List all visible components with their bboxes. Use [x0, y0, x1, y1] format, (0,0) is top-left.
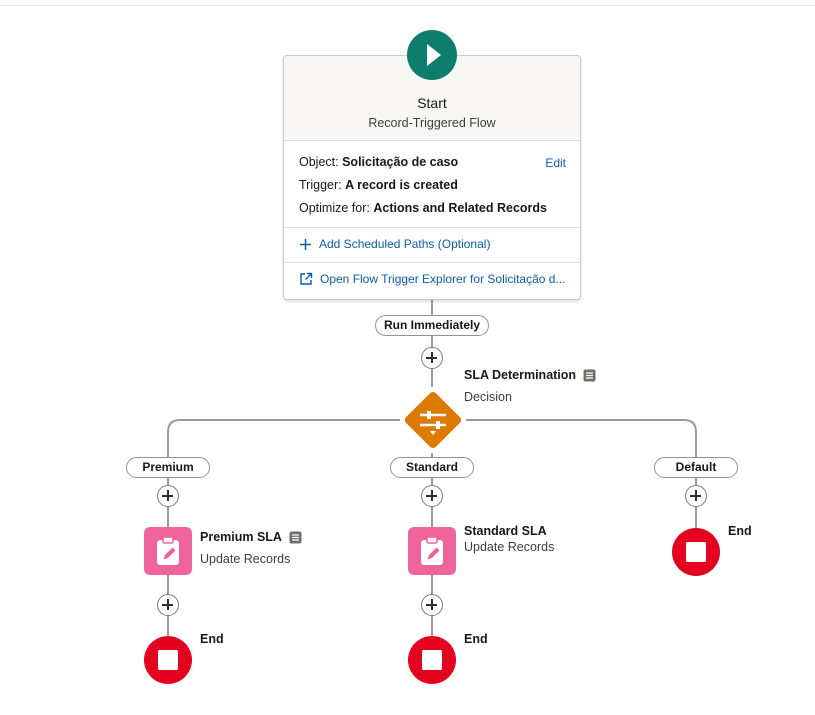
add-scheduled-paths-link[interactable]: Add Scheduled Paths (Optional): [299, 237, 490, 251]
start-element-card[interactable]: Start Record-Triggered Flow Object: Soli…: [283, 55, 581, 300]
start-title: Start: [417, 95, 447, 111]
stop-icon[interactable]: [672, 528, 720, 576]
run-immediately-path-label[interactable]: Run Immediately: [375, 315, 489, 336]
premium-sla-title[interactable]: Premium SLA: [200, 530, 302, 544]
branch-label-standard[interactable]: Standard: [390, 457, 474, 478]
add-scheduled-paths-label: Add Scheduled Paths (Optional): [319, 237, 491, 251]
premium-sla-type: Update Records: [200, 552, 291, 566]
decision-icon[interactable]: [400, 387, 466, 453]
start-subtitle: Record-Triggered Flow: [368, 116, 496, 130]
end-label-premium: End: [200, 632, 224, 646]
end-label-default: End: [728, 524, 752, 538]
flow-trigger-explorer-label: Open Flow Trigger Explorer for Solicitaç…: [320, 272, 566, 286]
branch-label-premium[interactable]: Premium: [126, 457, 210, 478]
add-element-button[interactable]: [157, 594, 179, 616]
decision-title[interactable]: SLA Determination: [464, 368, 596, 382]
optimize-label: Optimize for:: [299, 201, 370, 215]
external-link-icon: [300, 272, 313, 285]
card-divider: [284, 262, 580, 263]
premium-sla-title-text: Premium SLA: [200, 530, 282, 544]
decision-title-text: SLA Determination: [464, 368, 577, 382]
top-divider: [0, 5, 815, 6]
standard-sla-title[interactable]: Standard SLA: [464, 524, 547, 538]
trigger-row: Trigger: A record is created: [299, 178, 458, 192]
optimize-row: Optimize for: Actions and Related Record…: [299, 201, 547, 215]
edit-link[interactable]: Edit: [545, 156, 566, 170]
end-label-standard: End: [464, 632, 488, 646]
add-element-button[interactable]: [157, 485, 179, 507]
object-label: Object:: [299, 155, 339, 169]
clipboard-edit-icon[interactable]: [144, 527, 192, 575]
add-element-button[interactable]: [421, 594, 443, 616]
standard-sla-title-text: Standard SLA: [464, 524, 547, 538]
clipboard-edit-icon[interactable]: [408, 527, 456, 575]
description-icon: [583, 369, 596, 381]
decision-type: Decision: [464, 390, 512, 404]
object-row: Object: Solicitação de caso: [299, 155, 458, 169]
add-element-button[interactable]: [685, 485, 707, 507]
optimize-value: Actions and Related Records: [373, 201, 547, 215]
standard-sla-type: Update Records: [464, 540, 555, 554]
trigger-label: Trigger:: [299, 178, 342, 192]
flow-trigger-explorer-link[interactable]: Open Flow Trigger Explorer for Solicitaç…: [299, 272, 565, 286]
play-icon[interactable]: [407, 30, 457, 80]
trigger-value: A record is created: [345, 178, 458, 192]
branch-label-default[interactable]: Default: [654, 457, 738, 478]
plus-icon: [300, 238, 311, 250]
add-element-button[interactable]: [421, 485, 443, 507]
stop-icon[interactable]: [144, 636, 192, 684]
object-value: Solicitação de caso: [342, 155, 459, 169]
add-element-button[interactable]: [421, 347, 443, 369]
stop-icon[interactable]: [408, 636, 456, 684]
card-divider: [284, 227, 580, 228]
description-icon: [289, 531, 302, 543]
